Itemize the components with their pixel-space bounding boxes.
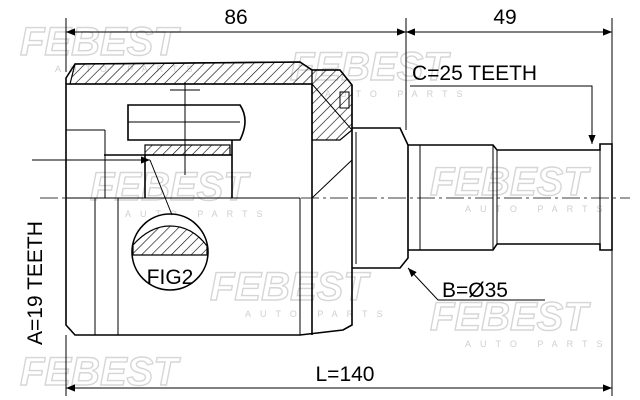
watermark-sub: AUTO PARTS — [125, 209, 272, 219]
watermark-sub: AUTO PARTS — [465, 204, 612, 214]
dim-86: 86 — [224, 6, 247, 29]
diameter-leader: B=Ø35 — [407, 267, 545, 302]
dim-diameter: B=Ø35 — [442, 279, 508, 302]
shaft — [352, 127, 613, 269]
total-length-dim: L=140 — [65, 250, 613, 396]
watermark-brand: FEBEST — [20, 20, 181, 64]
dim-inner-teeth: A=19 TEETH — [24, 221, 47, 345]
dim-total-length: L=140 — [316, 363, 375, 386]
fig2-label: FIG2 — [147, 266, 194, 289]
dim-spline-teeth: C=25 TEETH — [412, 62, 537, 85]
watermark-brand: FEBEST — [430, 160, 591, 204]
watermark-brand: FEBEST — [430, 295, 591, 339]
detail-fig2: FIG2 — [131, 159, 209, 291]
watermark-sub: AUTO PARTS — [465, 339, 612, 349]
watermark-brand: FEBEST — [210, 265, 371, 309]
watermark-sub: AUTO PARTS — [245, 309, 392, 319]
top-dimensions: 86 49 — [65, 6, 613, 148]
dim-49: 49 — [493, 6, 516, 29]
watermark-brand: FEBEST — [90, 165, 251, 209]
inner-teeth-dim: A=19 TEETH — [24, 156, 150, 345]
watermark-brand: FEBEST — [20, 350, 181, 394]
watermark-sub: AUTO PARTS — [325, 89, 472, 99]
spline-teeth-leader: C=25 TEETH — [410, 62, 596, 144]
